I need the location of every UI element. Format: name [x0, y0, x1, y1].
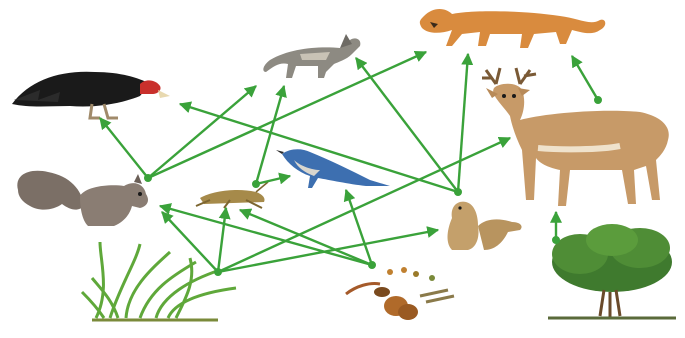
arrow-grass-squirrel — [161, 211, 219, 273]
arrow-squirrel-cougar — [147, 50, 428, 180]
grass-icon — [80, 241, 237, 322]
vulture-icon — [12, 71, 170, 120]
jay-icon — [276, 149, 390, 188]
cougar-icon — [419, 9, 606, 48]
seeds-icon — [345, 267, 455, 320]
arrow-grass-grasshopper — [216, 206, 231, 273]
arrow-seeds-squirrel — [158, 203, 373, 267]
shrub-icon — [548, 224, 676, 320]
arrow-grass-prairie-dogs — [217, 226, 440, 274]
arrow-squirrel-vulture — [99, 117, 149, 179]
deer-icon — [482, 67, 669, 206]
arrow-deer-cougar — [570, 54, 600, 101]
arrow-squirrel-fox — [147, 85, 257, 179]
arrow-seeds-jay — [343, 188, 374, 266]
arrow-prairie-dogs-fox — [355, 57, 459, 193]
arrow-grasshopper-fox — [254, 84, 287, 185]
arrow-seeds-grasshopper — [238, 208, 373, 267]
arrow-prairie-dogs-vulture — [178, 101, 459, 194]
arrow-prairie-dogs-cougar — [456, 52, 474, 193]
arrow-layer — [99, 50, 602, 276]
fox-icon — [263, 34, 361, 78]
grasshopper-icon — [195, 181, 269, 209]
squirrel-icon — [17, 170, 148, 226]
prairie-dog-icon — [447, 201, 522, 250]
arrow-grasshopper-jay — [255, 172, 292, 186]
